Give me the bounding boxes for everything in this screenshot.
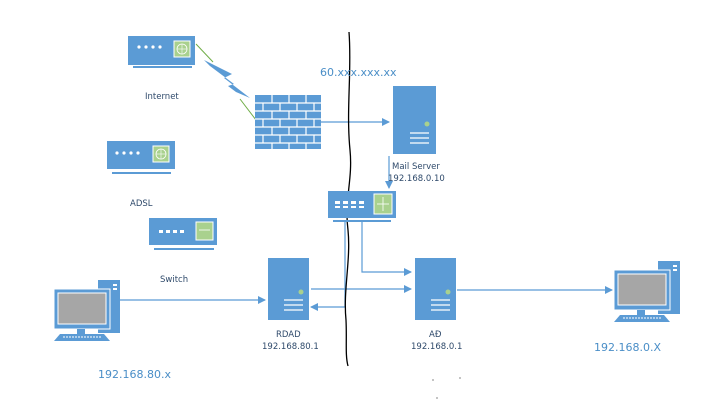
rdad-label: RDAD (276, 330, 301, 340)
public-ip-label: 60.xxx.xxx.xx (320, 66, 397, 79)
serial-link-segment (195, 43, 214, 63)
screen (617, 273, 667, 306)
server-icon (415, 258, 456, 320)
mail-server-ip: 192.168.0.10 (388, 174, 445, 184)
mail-server[interactable] (393, 86, 436, 154)
serial-link-segment (239, 98, 257, 121)
client-left-ip: 192.168.80.x (98, 368, 171, 381)
port-leds (115, 151, 140, 155)
brick-pattern (255, 95, 321, 149)
rdad-server[interactable] (268, 258, 309, 320)
stray-marks (432, 377, 461, 399)
switch-arrows-icon (195, 221, 214, 241)
switch-device[interactable] (149, 218, 217, 250)
firewall-icon (255, 95, 321, 149)
switch-ports (335, 201, 364, 208)
firewall[interactable] (255, 95, 321, 149)
server-icon (393, 86, 436, 154)
internet-label: Internet (145, 92, 179, 102)
ad-ip: 192.168.0.1 (411, 342, 462, 352)
ad-server[interactable] (415, 258, 456, 320)
port-leds (137, 45, 162, 49)
status-led (445, 289, 451, 295)
lightning-bolt-icon (204, 60, 250, 98)
client-right-pc[interactable] (613, 261, 680, 322)
client-right-ip: 192.168.0.X (594, 341, 661, 354)
status-led (298, 289, 304, 295)
internet-modem[interactable] (128, 36, 195, 68)
adsl-modem[interactable] (107, 141, 175, 174)
server-icon (268, 258, 309, 320)
client-left-pc[interactable] (53, 280, 120, 341)
ad-label: AĐ (429, 330, 442, 340)
core-switch[interactable] (328, 191, 396, 222)
link-switch-rdad (310, 222, 346, 311)
screen (57, 292, 107, 325)
switch-ports (159, 230, 184, 233)
switch-legend-label: Switch (160, 275, 188, 285)
rdad-ip: 192.168.80.1 (262, 342, 319, 352)
network-boundary-line (344, 31, 352, 367)
links (120, 43, 613, 311)
mail-server-label: Mail Server (392, 162, 440, 172)
status-led (424, 121, 430, 127)
link-switch-ad (361, 222, 412, 276)
adsl-label: ADSL (130, 199, 153, 209)
